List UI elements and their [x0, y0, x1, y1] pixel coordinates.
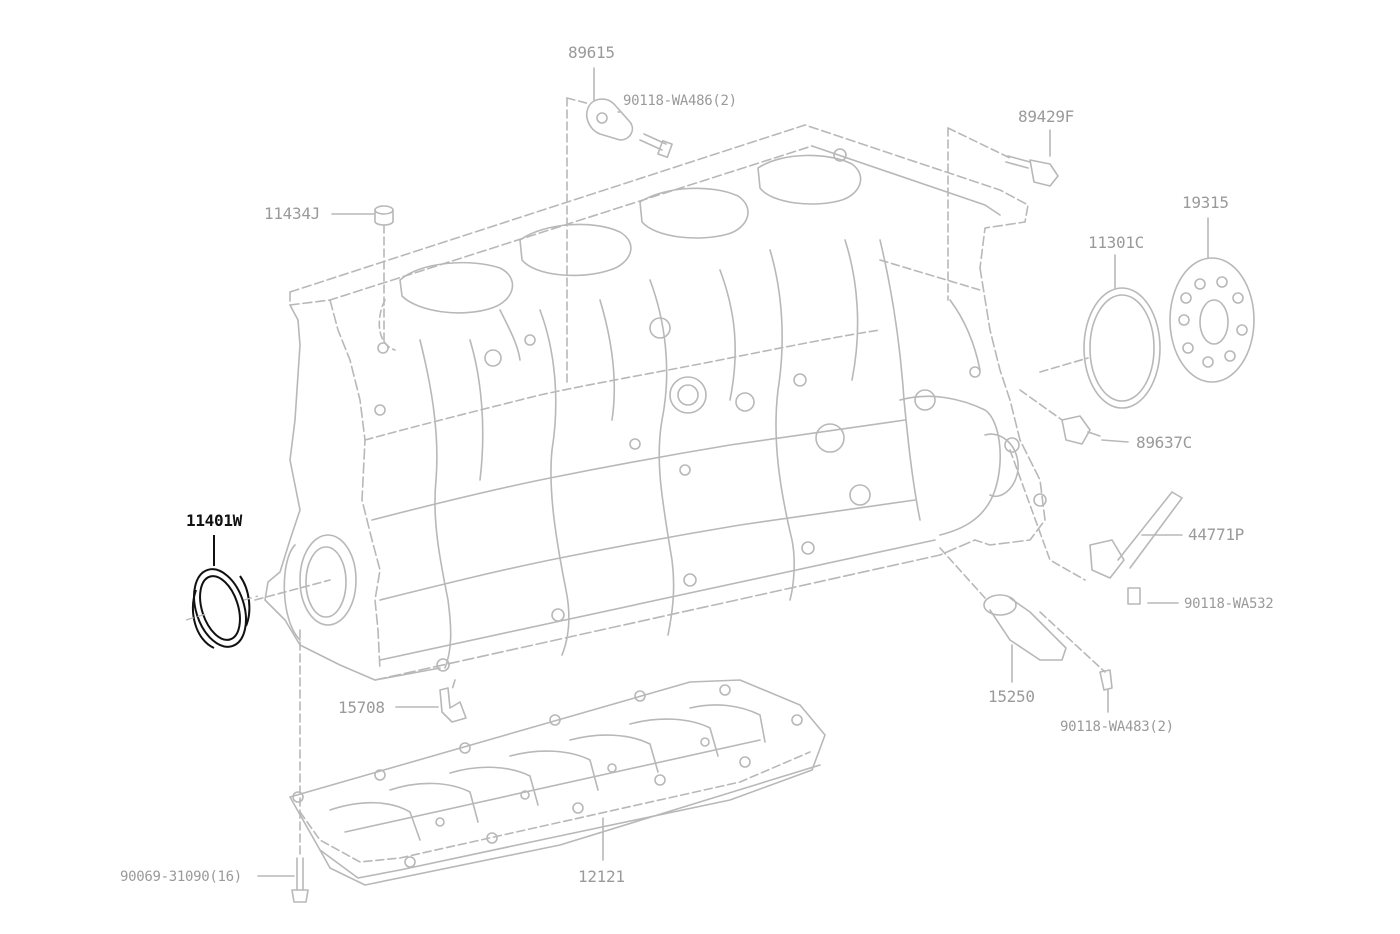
sensor-89637c-drawing — [1061, 415, 1101, 445]
part-label-15250[interactable]: 15250 — [988, 687, 1035, 706]
label-leaders — [257, 67, 1209, 877]
sensor-44771p-drawing — [1089, 491, 1183, 605]
oil-pan-drawing — [289, 679, 826, 886]
sensor-89429f-drawing — [1005, 155, 1059, 187]
part-label-11301c[interactable]: 11301C — [1088, 233, 1144, 252]
part-label-90118-wa483[interactable]: 90118-WA483(2) — [1060, 719, 1174, 735]
part-label-11401w[interactable]: 11401W — [186, 511, 242, 530]
part-label-12121[interactable]: 12121 — [578, 867, 625, 886]
part-label-19315[interactable]: 19315 — [1182, 193, 1229, 212]
sensor-15250-drawing — [983, 594, 1113, 691]
plug-11434j-drawing — [374, 205, 394, 226]
part-label-11434j[interactable]: 11434J — [264, 204, 320, 223]
gasket-11301c-drawing — [1083, 287, 1161, 409]
bracket-15708-drawing — [439, 687, 467, 723]
part-label-89615[interactable]: 89615 — [568, 43, 615, 62]
part-label-15708[interactable]: 15708 — [338, 698, 385, 717]
part-label-90118-wa532[interactable]: 90118-WA532 — [1184, 596, 1274, 612]
reference-lines — [254, 97, 1106, 856]
part-label-90069-31090[interactable]: 90069-31090(16) — [120, 869, 242, 885]
plate-19315-drawing — [1169, 257, 1255, 383]
oil-seal-11401w-drawing[interactable] — [185, 535, 255, 653]
part-label-89429f[interactable]: 89429F — [1018, 107, 1074, 126]
knock-sensor-89615-drawing — [585, 98, 673, 159]
bolt-90069-drawing — [291, 857, 309, 903]
part-label-44771p[interactable]: 44771P — [1188, 525, 1244, 544]
part-label-90118-wa486[interactable]: 90118-WA486(2) — [623, 93, 737, 109]
part-label-89637c[interactable]: 89637C — [1136, 433, 1192, 452]
engine-block-drawing — [264, 124, 1047, 681]
